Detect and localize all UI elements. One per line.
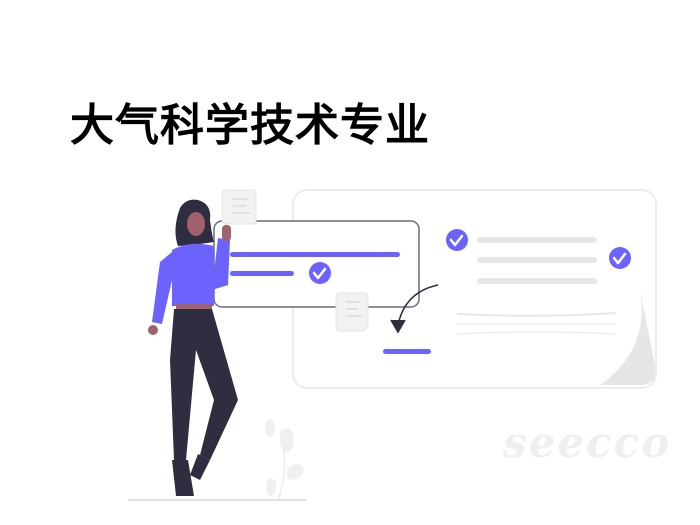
- note-icon: [335, 292, 369, 332]
- back-card: [292, 189, 657, 389]
- check-circle-icon: [609, 247, 631, 269]
- woman-figure: [148, 199, 238, 496]
- arrow-icon: [390, 284, 439, 334]
- check-circle-icon: [309, 262, 331, 284]
- page-title: 大气科学技术专业: [70, 100, 430, 151]
- watermark: seecco: [503, 418, 672, 467]
- note-icon: [221, 189, 257, 225]
- result-bar: [383, 349, 431, 354]
- check-circle-icon: [446, 229, 468, 251]
- plant-icon: [265, 419, 304, 501]
